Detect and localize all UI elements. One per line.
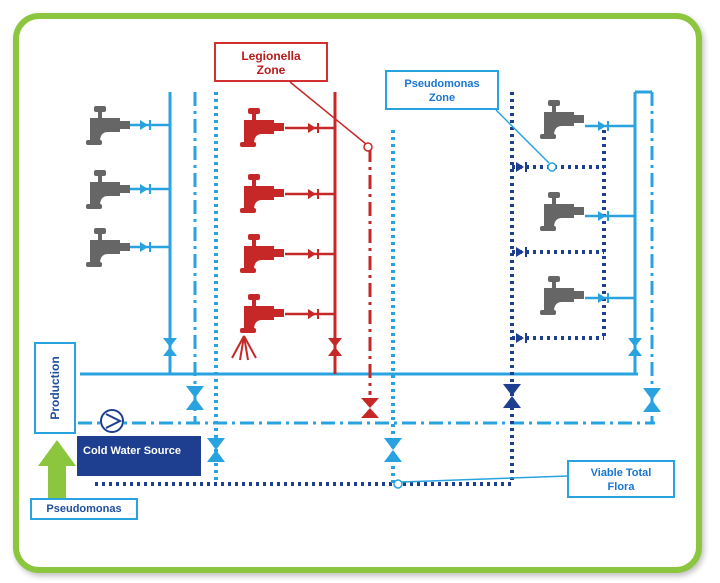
check-valve-icon [598, 121, 609, 303]
valve-icon [207, 438, 225, 462]
tap-icon [86, 170, 130, 209]
green-arrow-icon [38, 440, 76, 498]
valve-icon [361, 398, 379, 418]
pseudomonas-label: Pseudomonas [30, 498, 138, 520]
production-label: Production [34, 342, 76, 434]
check-valve-icon [308, 123, 319, 319]
tap-icon [540, 192, 584, 231]
valve-icon [643, 388, 661, 412]
tap-icon [240, 234, 284, 273]
tap-icon [86, 228, 130, 267]
tap-icon [240, 108, 284, 147]
tap-icon [86, 106, 130, 145]
valve-icon [328, 338, 342, 356]
valve-icon [628, 338, 642, 356]
pump-icon [100, 409, 124, 433]
valve-icon [163, 338, 177, 356]
check-valve-icon [140, 120, 151, 252]
tap-icon [540, 276, 584, 315]
cold-water-source-label: Cold Water Source [77, 436, 201, 476]
tap-icon [540, 100, 584, 139]
valve-icon [384, 438, 402, 462]
valve-icon [186, 386, 204, 410]
tap-icon [240, 294, 284, 333]
tap-icon [240, 174, 284, 213]
valve-icon [503, 384, 521, 408]
check-valve-icon [516, 162, 527, 343]
